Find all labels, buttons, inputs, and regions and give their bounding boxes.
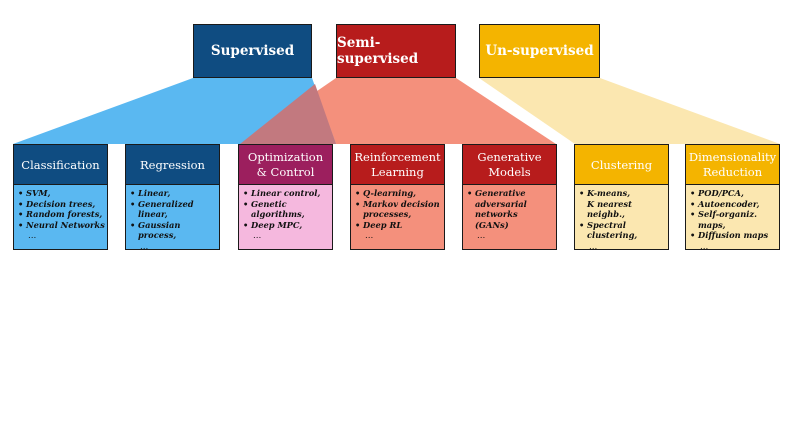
list-item: •Linear control,	[243, 188, 321, 198]
list-ellipsis: …	[140, 240, 149, 251]
generative-header: Generative Models	[462, 144, 557, 186]
dimensionality-list: •POD/PCA, •Autoencoder, •Self-organiz. m…	[685, 184, 780, 251]
list-item: •Deep RL	[355, 219, 403, 230]
unsupervised-label: Un-supervised	[485, 43, 594, 59]
list-item: •Neural Networks	[18, 219, 105, 230]
dimensionality-header: Dimensionality Reduction	[685, 144, 780, 186]
reinforcement-list: •Q-learning, •Markov decision processes,…	[350, 184, 445, 250]
supervised-label: Supervised	[210, 43, 295, 59]
semi-supervised-label: Semi-supervised	[337, 35, 419, 67]
optimization-header: Optimization & Control	[238, 144, 333, 186]
list-item: •Gaussian process,	[130, 219, 181, 241]
overlap-fan	[240, 84, 336, 144]
list-item: •Spectral clustering,	[579, 219, 638, 241]
list-item: •SVM,	[18, 188, 51, 198]
list-item: •POD/PCA,	[690, 188, 744, 198]
regression-header: Regression	[125, 144, 220, 186]
semi-supervised-box: Semi-supervised	[336, 24, 456, 78]
regression-list: •Linear, •Generalized linear, •Gaussian …	[125, 184, 220, 251]
clustering-title: Clustering	[590, 157, 653, 172]
list-item: •Genetic algorithms,	[243, 198, 305, 220]
classification-header: Classification	[13, 144, 108, 186]
supervised-fan	[13, 78, 336, 144]
list-ellipsis: …	[589, 240, 598, 251]
list-ellipsis: …	[700, 240, 709, 251]
list-item: •Self-organiz. maps,	[690, 209, 758, 230]
classification-title: Classification	[21, 157, 100, 172]
dimensionality-title: Dimensionality Reduction	[688, 150, 777, 179]
list-item: •Markov decision processes,	[355, 198, 440, 220]
unsupervised-box: Un-supervised	[479, 24, 600, 78]
list-ellipsis: …	[28, 230, 37, 241]
clustering-list: •K-means, K nearest neighb., •Spectral c…	[574, 184, 669, 251]
list-ellipsis: …	[477, 230, 486, 241]
reinforcement-title: Reinforcement Learning	[354, 150, 441, 179]
classification-list: •SVM, •Decision trees, •Random forests, …	[13, 184, 108, 250]
generative-title: Generative Models	[477, 150, 542, 179]
list-item: •K-means, K nearest neighb.,	[579, 188, 632, 220]
list-item: •Generalized linear,	[130, 198, 194, 220]
optimization-title: Optimization & Control	[247, 150, 324, 179]
supervised-box: Supervised	[193, 24, 312, 78]
reinforcement-header: Reinforcement Learning	[350, 144, 445, 186]
generative-list: •Generative adversarial networks (GANs) …	[462, 184, 557, 250]
list-item: •Autoencoder,	[690, 198, 760, 209]
list-item: •Diffusion maps	[690, 230, 769, 241]
optimization-list: •Linear control, •Genetic algorithms, •D…	[238, 184, 333, 250]
list-item: •Linear,	[130, 188, 171, 198]
list-item: •Generative adversarial networks (GANs)	[467, 188, 527, 230]
list-ellipsis: …	[253, 230, 262, 241]
list-item: •Q-learning,	[355, 188, 417, 198]
list-item: •Random forests,	[18, 209, 103, 220]
regression-title: Regression	[140, 157, 205, 172]
list-ellipsis: …	[365, 230, 374, 241]
unsupervised-fan	[479, 78, 780, 144]
list-item: •Deep MPC,	[243, 219, 303, 230]
list-item: •Decision trees,	[18, 198, 96, 209]
clustering-header: Clustering	[574, 144, 669, 186]
